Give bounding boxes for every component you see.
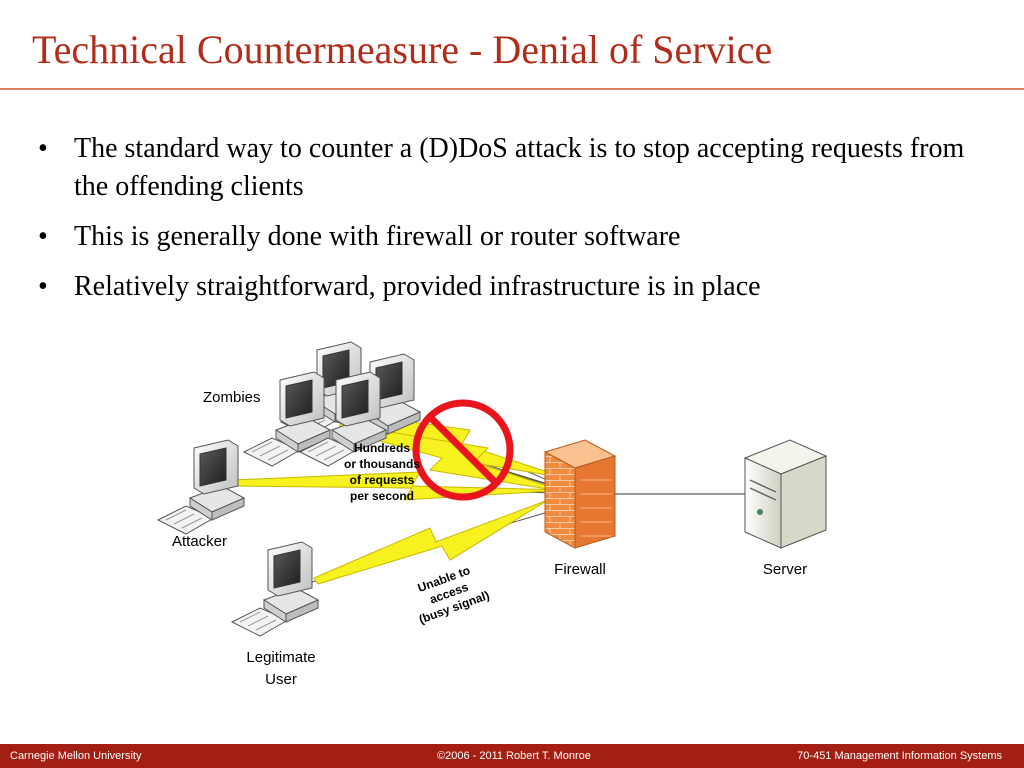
no-sign-icon [412,399,514,501]
flood-text-line: Hundreds [354,441,410,455]
blocked-annotation: Unable to access (busy signal) [416,563,492,626]
legitimate-user-label-line2: User [265,671,297,688]
blocked-lightning-icon [313,499,549,585]
bullet-item: • Relatively straightforward, provided in… [38,268,998,306]
user-computer-icon [231,541,319,637]
flood-text-line: or thousands [344,457,420,471]
flood-text-line: of requests [350,473,415,487]
footer-left: Carnegie Mellon University [10,750,142,762]
slide-title: Technical Countermeasure - Denial of Ser… [32,27,773,72]
server-icon [743,439,828,549]
footer-right: 70-451 Management Information Systems [797,750,1002,762]
bullet-dot-icon: • [38,271,48,302]
firewall-icon [543,439,617,549]
firewall-label: Firewall [554,561,606,578]
bullet-dot-icon: • [38,133,48,164]
attacker-computer-icon [157,439,245,535]
bullet-text: This is generally done with firewall or … [74,221,681,252]
zombies-label: Zombies [203,389,261,406]
bullet-text: Relatively straightforward, provided inf… [74,271,761,302]
server-label: Server [763,561,807,578]
bullet-item: • This is generally done with firewall or… [38,218,998,256]
flood-text-line: per second [350,489,414,503]
bullet-list: • The standard way to counter a (D)DoS at… [38,130,998,318]
bullet-item: • The standard way to counter a (D)DoS at… [38,130,998,206]
legitimate-user-label-line1: Legitimate [246,649,315,666]
bullet-dot-icon: • [38,221,48,252]
attacker-label: Attacker [172,533,227,550]
footer-bar: Carnegie Mellon University ©2006 - 2011 … [0,744,1024,768]
flood-annotation: Hundreds or thousands of requests per se… [344,441,420,503]
title-divider [0,88,1024,90]
footer-center: ©2006 - 2011 Robert T. Monroe [437,750,591,762]
bullet-text: The standard way to counter a (D)DoS att… [74,133,965,202]
ddos-diagram: Zombies Attacker Legitimate User Firewal… [157,341,828,688]
